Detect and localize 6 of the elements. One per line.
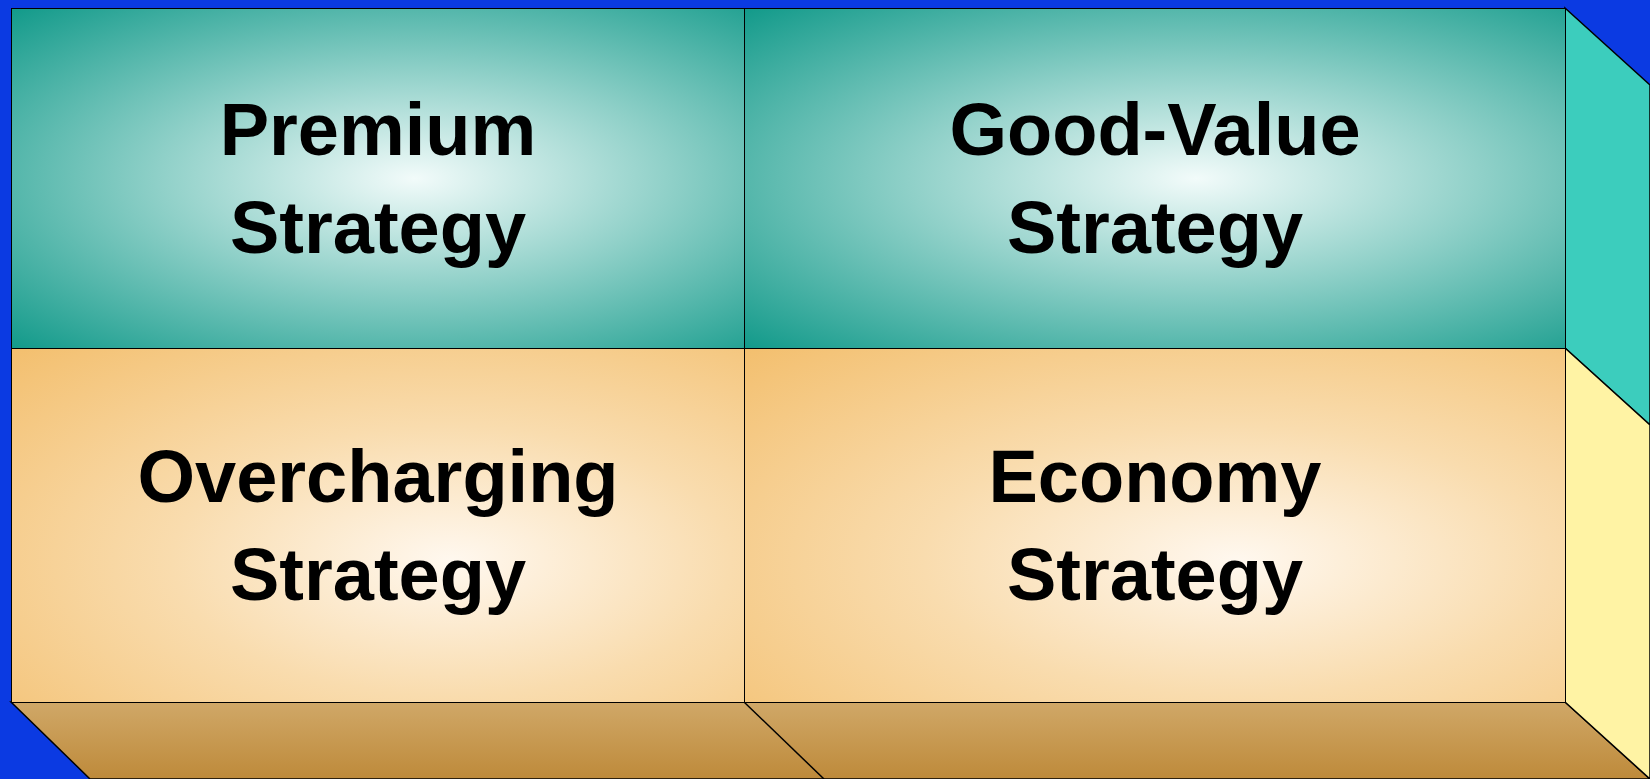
strategy-label: Overcharging Strategy (136, 433, 620, 618)
strategy-label: Good-Value Strategy (948, 86, 1362, 271)
quadrant-panel (11, 8, 745, 349)
quadrant-panel (744, 8, 1566, 349)
strategy-label: Economy Strategy (987, 433, 1323, 618)
strategy-label: Premium Strategy (218, 86, 538, 271)
